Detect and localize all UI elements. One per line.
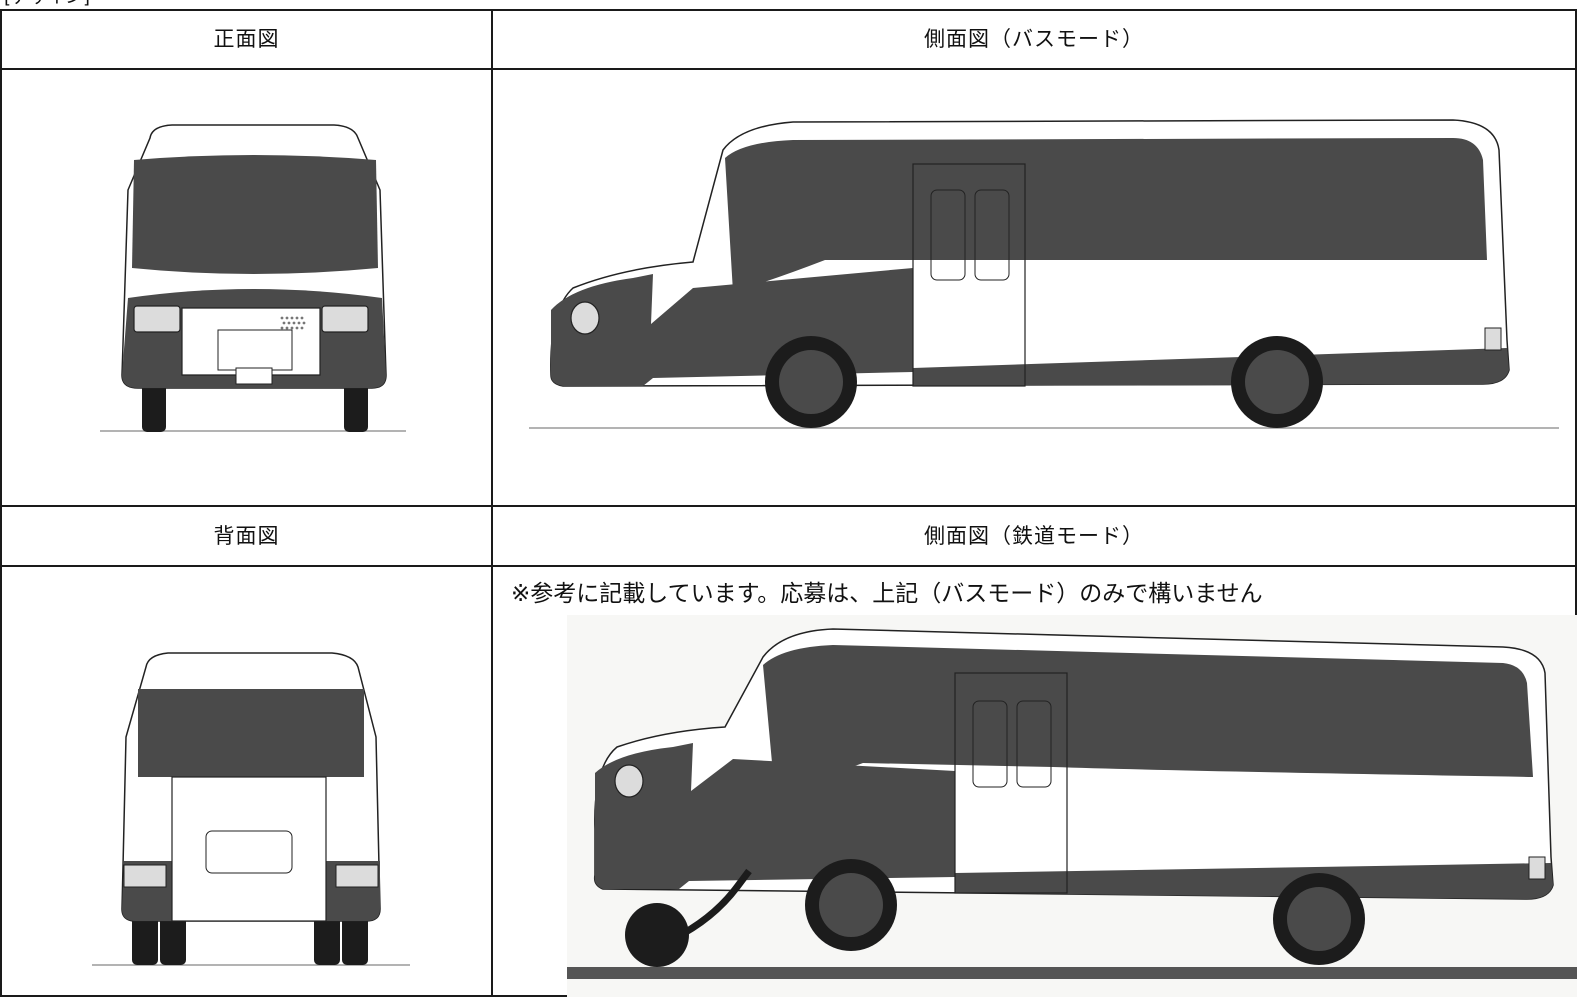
bus-door-window-right [974,189,1010,281]
rear-right-tail-light [335,864,379,888]
bus-door [912,163,1026,387]
bus-front-hub [779,350,843,415]
bus-lower-skirt [913,348,1509,387]
rear-left-tail-light [123,864,167,888]
page-heading: [デザイン] [4,0,90,8]
front-view-header: 正面図 [0,8,493,71]
rail-door-window-left [972,700,1008,788]
side-view-bus-label: 側面図（バスモード） [924,27,1144,52]
front-grille-dots [280,316,306,330]
rear-window [138,688,364,777]
right-headlight [321,305,369,333]
image-row-top [0,68,1577,508]
rail-lower-skirt [955,862,1553,899]
front-plate-area [217,329,293,371]
rear-view-cell [0,564,493,997]
header-row-top: 正面図 側面図（バスモード） [0,8,1577,71]
rear-plate-area [205,830,293,874]
rail-front-dark-panel [594,742,955,889]
rail-headlight [614,763,644,798]
side-view-rail-drawing [567,614,1577,997]
rail-track [567,966,1577,979]
front-view-drawing [100,124,406,433]
bus-window-band [725,138,1487,293]
side-view-bus-drawing [529,119,1559,429]
bus-front-dark-panel [551,268,913,387]
side-view-rail-header: 側面図（鉄道モード） [491,505,1577,567]
windshield [132,155,378,275]
rail-door-window-right [1016,700,1052,788]
rail-tail-light [1528,856,1546,880]
header-row-bottom: 背面図 側面図（鉄道モード） [0,505,1577,567]
front-tow-hook [235,367,273,385]
front-view-cell [0,68,493,508]
side-view-bus-header: 側面図（バスモード） [491,8,1577,71]
rear-view-drawing [92,651,410,966]
bus-door-window-left [930,189,966,281]
rail-rear-hub [1287,886,1351,951]
rear-view-header: 背面図 [0,505,493,567]
side-view-rail-cell: ※参考に記載しています。応募は、上記（バスモード）のみで構いません [491,564,1577,997]
rail-mode-note: ※参考に記載しています。応募は、上記（バスモード）のみで構いません [511,580,1263,607]
rail-front-hub [819,872,883,937]
guide-wheel [625,902,689,967]
vehicle-design-table: 正面図 側面図（バスモード） [0,8,1577,997]
rear-view-label: 背面図 [213,523,280,548]
side-view-rail-label: 側面図（鉄道モード） [924,523,1144,548]
left-headlight [133,305,181,333]
front-view-label: 正面図 [213,27,280,52]
bus-headlight [570,301,600,335]
side-view-bus-cell [491,68,1577,508]
bus-tail-light [1484,327,1502,351]
image-row-bottom: ※参考に記載しています。応募は、上記（バスモード）のみで構いません [0,564,1577,997]
bus-rear-hub [1245,350,1309,415]
rail-door [954,671,1068,894]
